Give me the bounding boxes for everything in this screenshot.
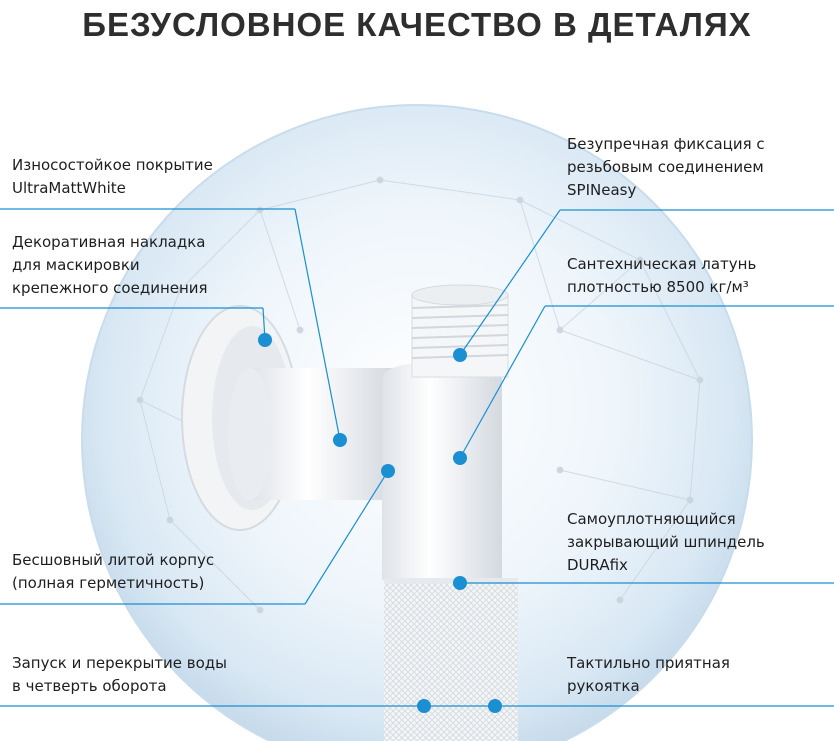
marker-dot xyxy=(453,576,467,590)
feature-markers xyxy=(258,333,502,713)
marker-dot xyxy=(258,333,272,347)
marker-dot xyxy=(417,699,431,713)
marker-dot xyxy=(453,451,467,465)
marker-dot xyxy=(333,433,347,447)
page-title: БЕЗУСЛОВНОЕ КАЧЕСТВО В ДЕТАЛЯХ xyxy=(82,6,752,43)
feature-quarter-turn: Запуск и перекрытие воды в четверть обор… xyxy=(12,654,228,695)
knurled-handle xyxy=(384,580,518,741)
horizontal-pipe xyxy=(250,368,395,500)
leader-lines xyxy=(0,208,834,707)
marker-dot xyxy=(453,348,467,362)
valve-body xyxy=(382,362,502,580)
marker-dot xyxy=(381,464,395,478)
feature-spineasy: Безупречная фиксация с резьбовым соедине… xyxy=(567,135,765,199)
feature-seamless-body: Бесшовный литой корпус (полная герметичн… xyxy=(12,551,215,592)
feature-decorative-cover: Декоративная накладка для маскировки кре… xyxy=(12,233,208,297)
feature-brass: Сантехническая латунь плотностью 8500 кг… xyxy=(567,255,757,296)
feature-coating: Износостойкое покрытие UltraMattWhite xyxy=(12,156,213,197)
feature-durafix-spindle: Самоуплотняющийся закрывающий шпиндель D… xyxy=(567,510,765,574)
feature-handle: Тактильно приятная рукоятка xyxy=(567,654,730,695)
marker-dot xyxy=(488,699,502,713)
